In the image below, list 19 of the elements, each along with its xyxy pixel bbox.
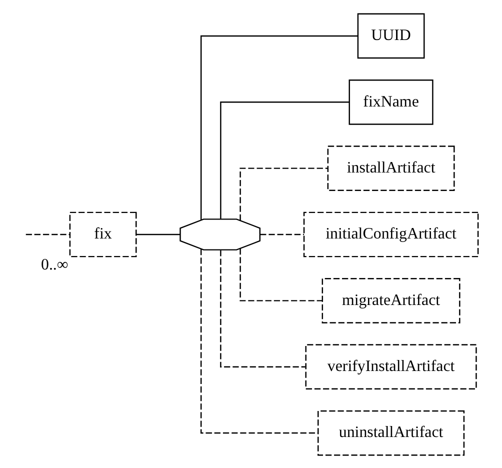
node-box: fix bbox=[68, 211, 136, 257]
connector bbox=[25, 233, 70, 235]
node-box: installArtifact bbox=[326, 145, 454, 190]
connector bbox=[200, 34, 358, 220]
connector bbox=[239, 167, 328, 220]
node-box: verifyInstallArtifact bbox=[304, 344, 476, 390]
connector bbox=[220, 250, 305, 367]
node-box: migrateArtifact bbox=[321, 278, 460, 323]
node-box: initialConfigArtifact bbox=[302, 211, 478, 257]
node-box: fixName bbox=[348, 78, 433, 124]
connector bbox=[239, 248, 322, 301]
connector bbox=[136, 233, 180, 235]
node-label: 0..∞ bbox=[40, 256, 68, 273]
connector bbox=[200, 248, 318, 434]
connector bbox=[260, 233, 304, 235]
node-box: UUID bbox=[356, 12, 424, 58]
node-octagon bbox=[179, 218, 260, 250]
connector bbox=[220, 101, 349, 218]
node-box: uninstallArtifact bbox=[317, 410, 464, 456]
